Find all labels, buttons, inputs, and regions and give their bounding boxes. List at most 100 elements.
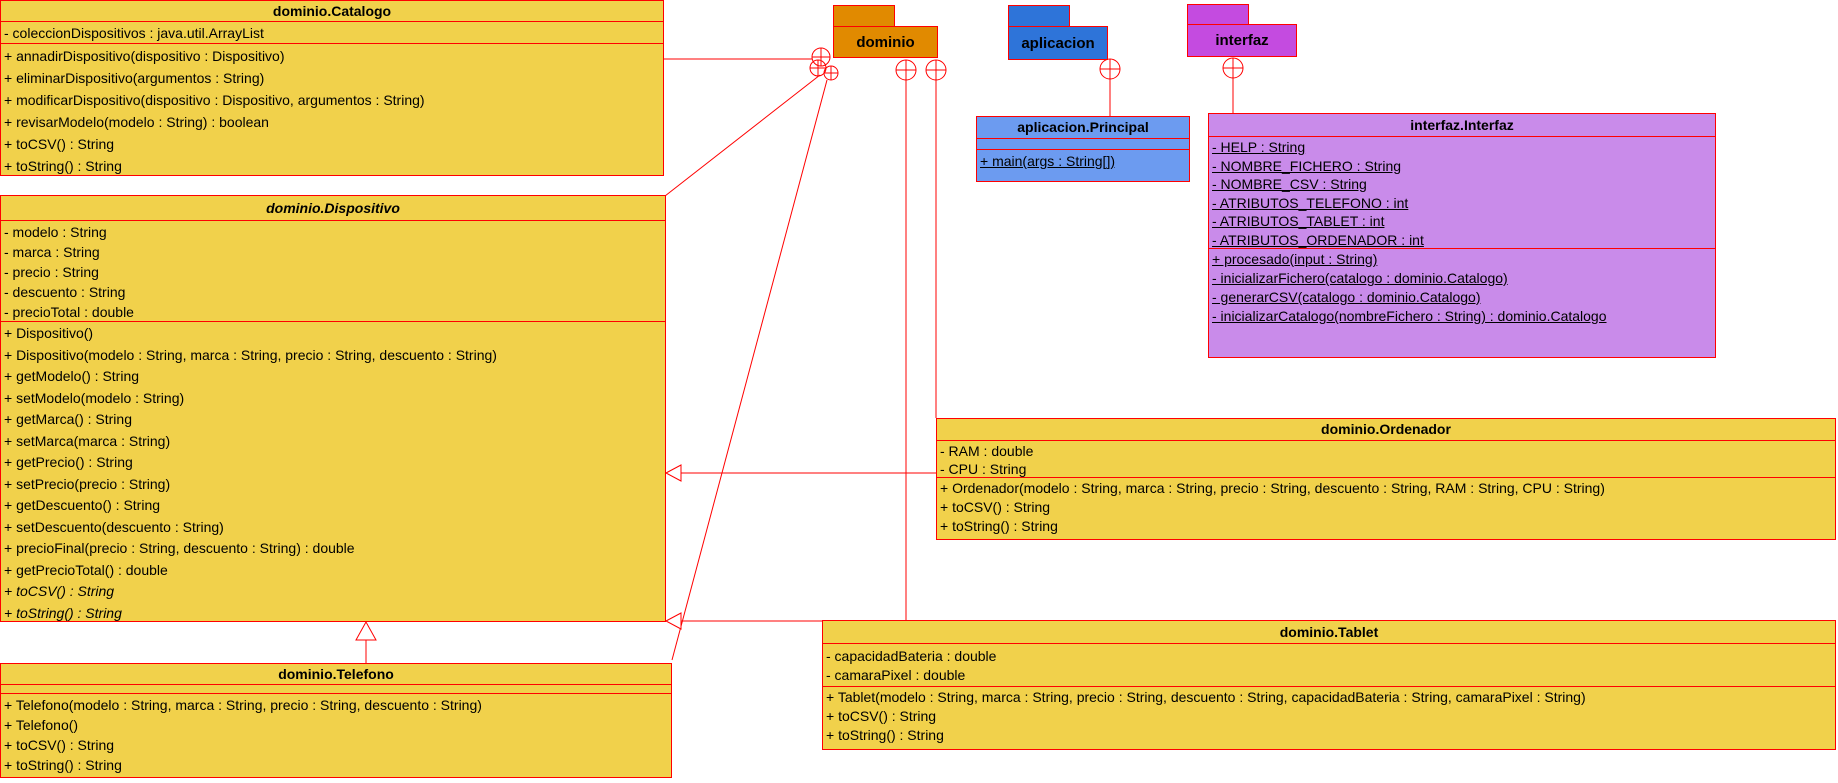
uml-method: + getDescuento() : String xyxy=(4,497,161,513)
uml-attribute: - coleccionDispositivos : java.util.Arra… xyxy=(4,25,264,41)
package-aplicacion[interactable]: aplicacion xyxy=(1008,26,1108,60)
uml-method-static: - inicializarFichero(catalogo : dominio.… xyxy=(1212,270,1508,286)
uml-method-abstract: + toString() : String xyxy=(4,604,122,621)
generalization-triangle-icon xyxy=(664,612,682,630)
class-interfaz-interfaz[interactable]: interfaz.Interfaz - HELP : String - NOMB… xyxy=(1208,113,1716,358)
class-title: dominio.Dispositivo xyxy=(1,196,665,221)
uml-attribute: - RAM : double xyxy=(940,443,1034,459)
uml-method: + toString() : String xyxy=(4,757,122,773)
uml-attribute-static: - ATRIBUTOS_ORDENADOR : int xyxy=(1212,231,1424,248)
uml-method: + Ordenador(modelo : String, marca : Str… xyxy=(940,480,1605,496)
generalization-edge-ordenador-dispositivo[interactable] xyxy=(664,464,936,482)
attributes-compartment: - RAM : double - CPU : String xyxy=(937,441,1835,478)
uml-method: + getPrecioTotal() : double xyxy=(4,561,168,578)
uml-attribute: - modelo : String xyxy=(4,224,107,240)
class-dominio-dispositivo[interactable]: dominio.Dispositivo - modelo : String - … xyxy=(0,195,666,622)
uml-method: + modificarDispositivo(dispositivo : Dis… xyxy=(4,92,425,108)
uml-attribute: - descuento : String xyxy=(4,284,126,300)
uml-method-static: - inicializarCatalogo(nombreFichero : St… xyxy=(1212,308,1607,324)
package-label: dominio xyxy=(856,33,915,51)
uml-method: + toCSV() : String xyxy=(826,708,937,724)
uml-method: + Telefono(modelo : String, marca : Stri… xyxy=(4,697,482,713)
uml-method-static: + main(args : String[]) xyxy=(980,153,1115,169)
uml-method: + getPrecio() : String xyxy=(4,454,133,470)
circled-plus-anchor-icon xyxy=(925,59,947,81)
class-title: dominio.Ordenador xyxy=(937,419,1835,441)
containment-edge-dominio-dispositivo[interactable] xyxy=(664,74,821,197)
circled-plus-anchor-icon xyxy=(895,59,917,81)
generalization-triangle-icon xyxy=(664,464,682,482)
generalization-edge-tablet-dispositivo[interactable] xyxy=(664,612,822,630)
uml-method: + revisarModelo(modelo : String) : boole… xyxy=(4,114,269,130)
methods-compartment: + Dispositivo() + Dispositivo(modelo : S… xyxy=(1,322,665,624)
uml-method-static: - generarCSV(catalogo : dominio.Catalogo… xyxy=(1212,289,1481,305)
uml-method: + getModelo() : String xyxy=(4,368,140,384)
package-dominio[interactable]: dominio xyxy=(833,26,938,58)
attributes-compartment: - modelo : String - marca : String - pre… xyxy=(1,221,665,322)
class-dominio-tablet[interactable]: dominio.Tablet - capacidadBateria : doub… xyxy=(822,620,1836,750)
uml-method-abstract: + toCSV() : String xyxy=(4,583,115,599)
uml-method: + setMarca(marca : String) xyxy=(4,432,171,449)
class-title: dominio.Catalogo xyxy=(1,1,663,22)
circled-plus-anchor-icon xyxy=(1099,58,1121,80)
uml-method: + toString() : String xyxy=(940,518,1058,534)
uml-method: + Dispositivo(modelo : String, marca : S… xyxy=(4,346,497,363)
uml-method-static: + procesado(input : String) xyxy=(1212,251,1378,267)
uml-attribute: - camaraPixel : double xyxy=(826,667,966,683)
uml-method: + eliminarDispositivo(argumentos : Strin… xyxy=(4,70,265,86)
attributes-compartment xyxy=(1,685,671,694)
attributes-compartment xyxy=(977,139,1189,150)
uml-attribute-static: - ATRIBUTOS_TABLET : int xyxy=(1212,213,1385,229)
uml-method: + precioFinal(precio : String, descuento… xyxy=(4,540,355,556)
class-aplicacion-principal[interactable]: aplicacion.Principal + main(args : Strin… xyxy=(976,116,1190,182)
circled-plus-anchor-icon xyxy=(823,65,839,81)
uml-attribute-static: - ATRIBUTOS_TELEFONO : int xyxy=(1212,194,1409,211)
class-dominio-catalogo[interactable]: dominio.Catalogo - coleccionDispositivos… xyxy=(0,0,664,176)
methods-compartment: + main(args : String[]) xyxy=(977,150,1189,181)
uml-attribute: - precioTotal : double xyxy=(4,304,134,320)
uml-method: + Dispositivo() xyxy=(4,325,94,341)
generalization-edge-telefono-dispositivo[interactable] xyxy=(355,620,377,663)
class-dominio-telefono[interactable]: dominio.Telefono + Telefono(modelo : Str… xyxy=(0,663,672,778)
containment-edge-dominio-telefono[interactable] xyxy=(671,79,828,661)
uml-attribute: - CPU : String xyxy=(940,461,1027,477)
uml-attribute-static: - NOMBRE_CSV : String xyxy=(1212,176,1367,192)
class-dominio-ordenador[interactable]: dominio.Ordenador - RAM : double - CPU :… xyxy=(936,418,1836,540)
attributes-compartment: - coleccionDispositivos : java.util.Arra… xyxy=(1,22,663,44)
uml-attribute: - marca : String xyxy=(4,244,100,260)
methods-compartment: + annadirDispositivo(dispositivo : Dispo… xyxy=(1,44,663,177)
attributes-compartment: - capacidadBateria : double - camaraPixe… xyxy=(823,644,1835,687)
package-label: interfaz xyxy=(1215,32,1269,49)
uml-attribute-static: - NOMBRE_FICHERO : String xyxy=(1212,157,1402,174)
methods-compartment: + Telefono(modelo : String, marca : Stri… xyxy=(1,694,671,777)
uml-method: + toCSV() : String xyxy=(4,136,115,152)
uml-attribute-static: - HELP : String xyxy=(1212,139,1306,155)
circled-plus-anchor-icon xyxy=(1222,57,1244,79)
circled-plus-anchor-icon xyxy=(809,59,827,77)
class-title: interfaz.Interfaz xyxy=(1209,114,1715,137)
methods-compartment: + Tablet(modelo : String, marca : String… xyxy=(823,687,1835,749)
uml-method: + Telefono() xyxy=(4,717,79,733)
uml-method: + setDescuento(descuento : String) xyxy=(4,518,224,535)
uml-attribute: - capacidadBateria : double xyxy=(826,648,997,664)
uml-method: + setModelo(modelo : String) xyxy=(4,389,185,406)
package-aplicacion-tab[interactable] xyxy=(1008,5,1070,27)
generalization-triangle-icon xyxy=(355,620,377,641)
uml-method: + toCSV() : String xyxy=(940,499,1051,515)
uml-method: + toString() : String xyxy=(4,158,122,174)
uml-attribute: - precio : String xyxy=(4,264,99,280)
circled-plus-anchor-icon xyxy=(811,47,831,67)
package-dominio-tab[interactable] xyxy=(833,5,895,27)
package-label: aplicacion xyxy=(1021,34,1095,52)
uml-method: + annadirDispositivo(dispositivo : Dispo… xyxy=(4,48,285,64)
attributes-compartment: - HELP : String - NOMBRE_FICHERO : Strin… xyxy=(1209,137,1715,249)
package-interfaz[interactable]: interfaz xyxy=(1187,24,1297,57)
uml-method: + getMarca() : String xyxy=(4,411,132,427)
class-title: aplicacion.Principal xyxy=(977,117,1189,139)
class-title: dominio.Telefono xyxy=(1,664,671,685)
methods-compartment: + Ordenador(modelo : String, marca : Str… xyxy=(937,478,1835,539)
package-interfaz-tab[interactable] xyxy=(1187,4,1249,25)
methods-compartment: + procesado(input : String) - inicializa… xyxy=(1209,249,1715,357)
uml-method: + toCSV() : String xyxy=(4,737,115,753)
